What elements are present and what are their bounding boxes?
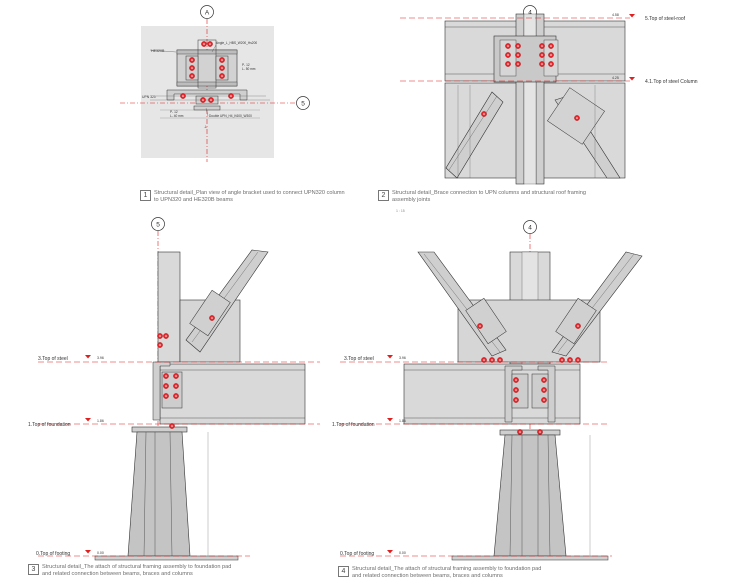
- caption-2-line-2: assembly joints: [392, 197, 431, 203]
- level-top-foundation-3: 1.Top of foundation: [28, 422, 71, 428]
- level-column-value: 4.25: [612, 76, 619, 80]
- level-roof-label: 5.Top of steel-roof: [645, 16, 686, 22]
- detail-4-foundation-attach: 4 3.To: [332, 220, 643, 561]
- label-l40: L- 40 mm: [170, 114, 184, 118]
- detail-1-plan-view: A 5 HE320B Angle_L_HBS_W200_Hs200 P- 12: [120, 5, 310, 162]
- detail-2-brace-connection: 4 4.58 5.Top of steel-roof 4.25 4.1.Top: [400, 5, 698, 185]
- label-p12-b: P- 12: [170, 110, 178, 114]
- scale-detail-2: 1 : 15: [396, 209, 405, 213]
- grid-bubble-a: [200, 5, 214, 19]
- level-top-steel-4-value: 3.96: [399, 356, 406, 360]
- grid-label-4-lower: 4: [528, 224, 532, 231]
- level-top-steel-3: 3.Top of steel: [38, 356, 68, 362]
- level-roof-value: 4.58: [612, 13, 619, 17]
- level-top-foundation-4: 1.Top of foundation: [332, 422, 375, 428]
- label-upn320: UPN 320: [142, 95, 156, 99]
- caption-3-line-2: and related connection between beams, br…: [42, 571, 193, 577]
- grid-bubble-5-lower: [151, 217, 165, 231]
- grid-label-4-top: 4: [528, 9, 532, 16]
- level-top-footing-4-value: 0.00: [399, 551, 406, 555]
- grid-bubble-4-lower: [523, 220, 537, 234]
- grid-bubble-5: [296, 96, 310, 110]
- caption-4-line-2: and related connection between beams, br…: [352, 573, 503, 579]
- level-top-steel-4: 3.Top of steel: [344, 356, 374, 362]
- grid-label-5-lower: 5: [156, 221, 160, 228]
- grid-label-a: A: [205, 9, 210, 16]
- level-top-footing-3: 0.Top of footing: [36, 551, 70, 557]
- label-p12-a: P- 12: [242, 63, 250, 67]
- label-angle: Angle_L_HBS_W200_Hs200: [216, 41, 257, 45]
- level-top-footing-3-value: 0.00: [97, 551, 104, 555]
- caption-1-line-1: Structural detail_Plan view of angle bra…: [154, 190, 345, 196]
- caption-4-line-1: Structural detail_The attach of structur…: [352, 566, 542, 572]
- level-top-foundation-4-value: 1.86: [399, 419, 406, 423]
- label-he320b: HE320B: [151, 49, 165, 53]
- level-top-foundation-3-value: 1.86: [97, 419, 104, 423]
- detail-number-2: 2: [378, 190, 389, 201]
- caption-2-line-1: Structural detail_Brace connection to UP…: [392, 190, 587, 196]
- level-column-label: 4.1.Top of steel Column: [645, 79, 698, 85]
- grid-label-5-side: 5: [301, 100, 305, 107]
- label-double-upn: Double UPN_H4_K600_W300: [209, 114, 252, 118]
- detail-number-3: 3: [28, 564, 39, 575]
- level-top-footing-4: 0.Top of footing: [340, 551, 374, 557]
- level-top-steel-3-value: 3.96: [97, 356, 104, 360]
- caption-3-line-1: Structural detail_The attach of structur…: [42, 564, 232, 570]
- detail-number-4: 4: [338, 566, 349, 577]
- label-l50: L- 50 mm: [242, 67, 256, 71]
- detail-3-foundation-attach: 5 3.Top of steel 3.96 1.Top of fo: [28, 217, 320, 561]
- caption-1-line-2: to UPN320 and HE320B beams: [154, 197, 233, 203]
- svg-text:⊥: ⊥: [204, 124, 208, 129]
- detail-number-1: 1: [140, 190, 151, 201]
